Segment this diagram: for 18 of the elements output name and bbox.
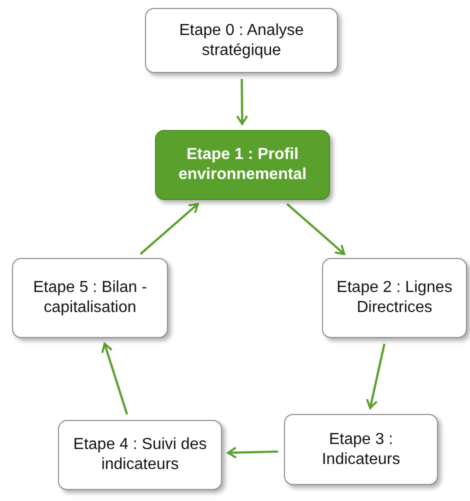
arrow <box>140 202 199 255</box>
step-box <box>12 258 168 338</box>
arrow <box>227 446 278 459</box>
step-box <box>58 420 222 490</box>
step-label: Etape 1 : Profil environnemental <box>177 145 308 185</box>
step-box <box>284 414 438 485</box>
step-label: Etape 0 : Analyse stratégique <box>178 20 305 60</box>
step-box <box>145 8 338 73</box>
step-label: Etape 3 : Indicateurs <box>320 430 402 470</box>
step-label: Etape 2 : Lignes Directrices <box>336 278 454 318</box>
arrow <box>236 79 248 125</box>
highlighted-step-box <box>155 130 330 200</box>
arrow <box>366 344 386 410</box>
arrow <box>286 203 346 256</box>
step-label: Etape 4 : Suivi des indicateurs <box>72 435 208 475</box>
step-label: Etape 5 : Bilan - capitalisation <box>32 278 148 318</box>
arrow <box>101 342 128 415</box>
step-box <box>322 258 467 338</box>
